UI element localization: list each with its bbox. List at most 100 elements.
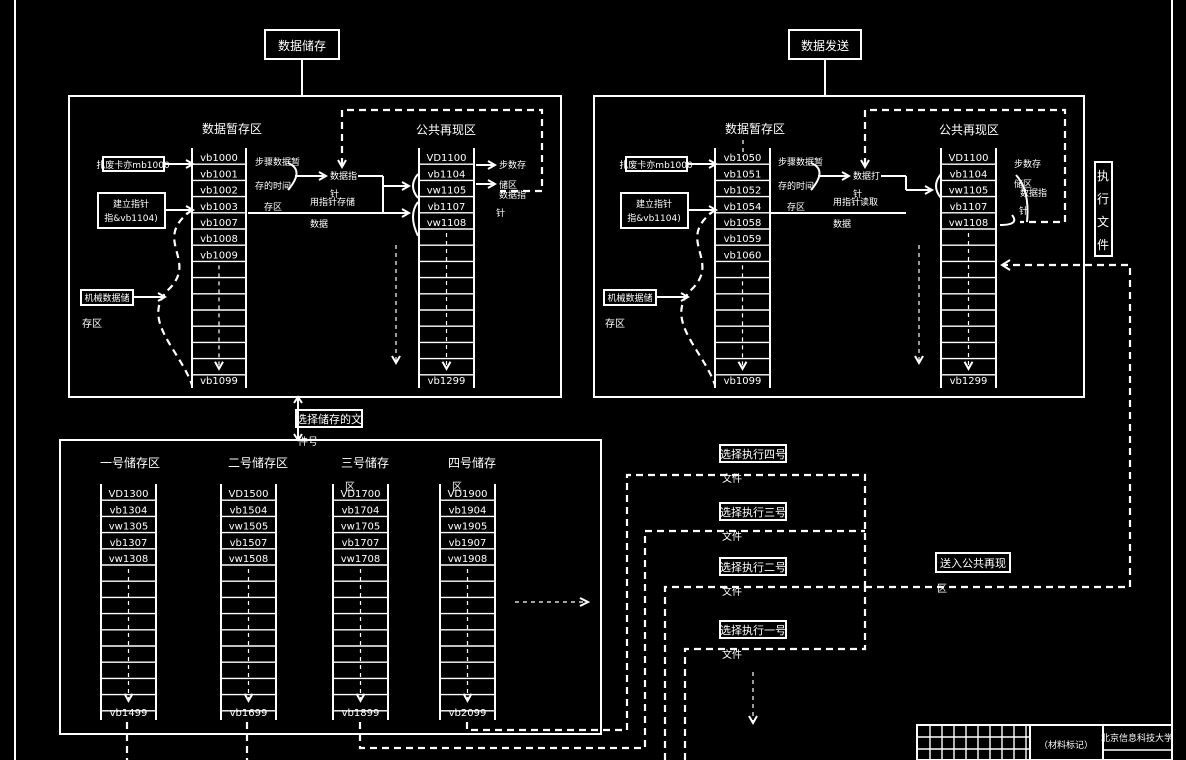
data-storage-label: 数据储存 (278, 38, 326, 53)
storage-4-last-cell: vb2099 (449, 708, 487, 719)
svg-text:执: 执 (1097, 169, 1109, 183)
left-temp-cell: vb1001 (200, 169, 238, 180)
storage-1-cell: vw1305 (109, 522, 149, 533)
select-store-2: 件号 (298, 436, 318, 448)
left-temp-cell: vb1003 (200, 202, 238, 213)
storage-2-cell: VD1500 (229, 489, 269, 500)
right-step-1: 步骤数据暂 (778, 156, 823, 168)
title-block: （材料标记） 北京信息科技大学 (916, 724, 1173, 760)
left-ptr-2: 针 (330, 188, 339, 200)
svg-text:文件: 文件 (722, 648, 742, 661)
right-input-c2: 存区 (605, 317, 625, 330)
right-temp-last-cell: vb1099 (724, 376, 762, 387)
storage-4-cell: vb1904 (449, 505, 487, 516)
right-public-cell: VD1100 (949, 153, 989, 164)
left-step-3: 存区 (264, 201, 282, 213)
right-temp-cell: vb1058 (724, 218, 762, 229)
right-ptr-4: 数据 (833, 218, 851, 230)
left-public-cell: vw1108 (427, 218, 467, 229)
storage-3-cell: vb1704 (342, 505, 380, 516)
right-temp-cell: vb1060 (724, 250, 762, 261)
storage-area-title: 一号储存区 (100, 455, 160, 470)
storage-2-last-cell: vb1699 (230, 708, 268, 719)
select-exec-1: 选择执行一号 文件 (719, 620, 787, 661)
right-temp-cell: vb1059 (724, 234, 762, 245)
select-store-box: 选择储存的文 件号 (295, 409, 363, 448)
storage-1-cell: vb1304 (110, 505, 148, 516)
select-exec-2: 选择执行二号 文件 (719, 557, 787, 598)
left-right-b: 储区 (499, 179, 517, 191)
storage-4-cell: VD1900 (448, 489, 488, 500)
left-temp-title: 数据暂存区 (202, 121, 262, 136)
right-ptr-1: 数据打 (853, 170, 880, 182)
right-public-cell: vw1105 (949, 186, 989, 197)
left-right-a: 步数存 (499, 159, 526, 171)
left-public-cell: vb1107 (428, 202, 466, 213)
left-temp-last-cell: vb1099 (200, 376, 238, 387)
right-temp-ladder: vb1050vb1051vb1052vb1054vb1058vb1059vb10… (714, 148, 771, 388)
right-panel: 数据暂存区 公共再现区 vb1050vb1051vb1052vb1054vb10… (593, 95, 1085, 398)
storage-area-title: 二号储存区 (228, 455, 288, 470)
left-input-b2: 指&vb1104) (104, 212, 157, 224)
left-input-a: 扎废卡亦mb1000 (96, 159, 170, 171)
right-input-b1: 建立指针 (636, 198, 672, 210)
right-public-last-cell: vb1299 (950, 376, 988, 387)
right-right-a: 步数存 (1014, 158, 1041, 170)
left-public-cell: vw1105 (427, 186, 467, 197)
storage-1-cell: vw1308 (109, 554, 149, 565)
left-temp-cell: vb1002 (200, 186, 238, 197)
right-ptr-3: 用指针读取 (833, 196, 878, 208)
svg-text:选择执行二号: 选择执行二号 (720, 560, 786, 574)
svg-text:区: 区 (937, 583, 947, 595)
left-right-d: 针 (496, 207, 505, 219)
svg-text:选择执行四号: 选择执行四号 (720, 447, 786, 461)
storage-3-cell: VD1700 (341, 489, 381, 500)
svg-text:文: 文 (1097, 214, 1109, 229)
right-public-cell: vb1104 (950, 169, 988, 180)
svg-text:选择执行一号: 选择执行一号 (720, 623, 786, 637)
right-step-2: 存的时间 (778, 180, 814, 192)
right-public-cell: vb1107 (950, 202, 988, 213)
storage-panel: 一号储存区VD1300vb1304vw1305vb1307vw1308vb149… (59, 439, 602, 735)
storage-3-cell: vw1705 (341, 522, 381, 533)
data-send-label: 数据发送 (801, 38, 849, 53)
select-store-1: 选择储存的文 (296, 412, 362, 426)
right-temp-cell: vb1050 (724, 153, 762, 164)
left-right-c: 数据指 (499, 189, 526, 201)
storage-2-cell: vw1508 (229, 554, 269, 565)
storage-area-title: 四号储存 (448, 455, 496, 470)
right-right-d: 针 (1019, 205, 1028, 217)
left-temp-cell: vb1008 (200, 234, 238, 245)
left-input-c2: 存区 (82, 317, 102, 330)
select-exec-3: 选择执行三号 文件 (719, 502, 787, 543)
svg-text:（材料标记）: （材料标记） (1039, 739, 1093, 751)
right-step-3: 存区 (787, 201, 805, 213)
storage-2-cell: vb1504 (230, 505, 268, 516)
select-exec-4: 选择执行四号 文件 (719, 444, 787, 485)
left-ptr-1: 数据指 (330, 170, 357, 182)
svg-text:文件: 文件 (722, 472, 742, 485)
storage-3-cell: vb1707 (342, 538, 380, 549)
svg-text:送入公共再现: 送入公共再现 (940, 556, 1006, 570)
svg-text:文件: 文件 (722, 585, 742, 598)
right-temp-cell: vb1051 (724, 169, 762, 180)
storage-3-cell: vw1708 (341, 554, 381, 565)
left-public-cell: VD1100 (427, 153, 467, 164)
storage-4-cell: vw1908 (448, 554, 488, 565)
right-public-title: 公共再现区 (939, 123, 999, 137)
storage-1-cell: VD1300 (109, 489, 149, 500)
svg-text:北京信息科技大学: 北京信息科技大学 (1101, 732, 1173, 744)
left-temp-cell: vb1009 (200, 250, 238, 261)
svg-text:行: 行 (1097, 192, 1109, 206)
storage-2-cell: vb1507 (230, 538, 268, 549)
left-input-b1: 建立指针 (113, 198, 149, 210)
right-temp-cell: vb1052 (724, 186, 762, 197)
right-temp-title: 数据暂存区 (725, 121, 785, 136)
left-temp-cell: vb1000 (200, 153, 238, 164)
right-public-ladder: VD1100 vb1104 vw1105 vb1107 vw1108 vb1299 (940, 148, 997, 388)
storage-area-title: 三号储存 (341, 455, 389, 470)
right-input-a: 扎废卡亦mb1000 (619, 159, 693, 171)
right-public-cell: vw1108 (949, 218, 989, 229)
